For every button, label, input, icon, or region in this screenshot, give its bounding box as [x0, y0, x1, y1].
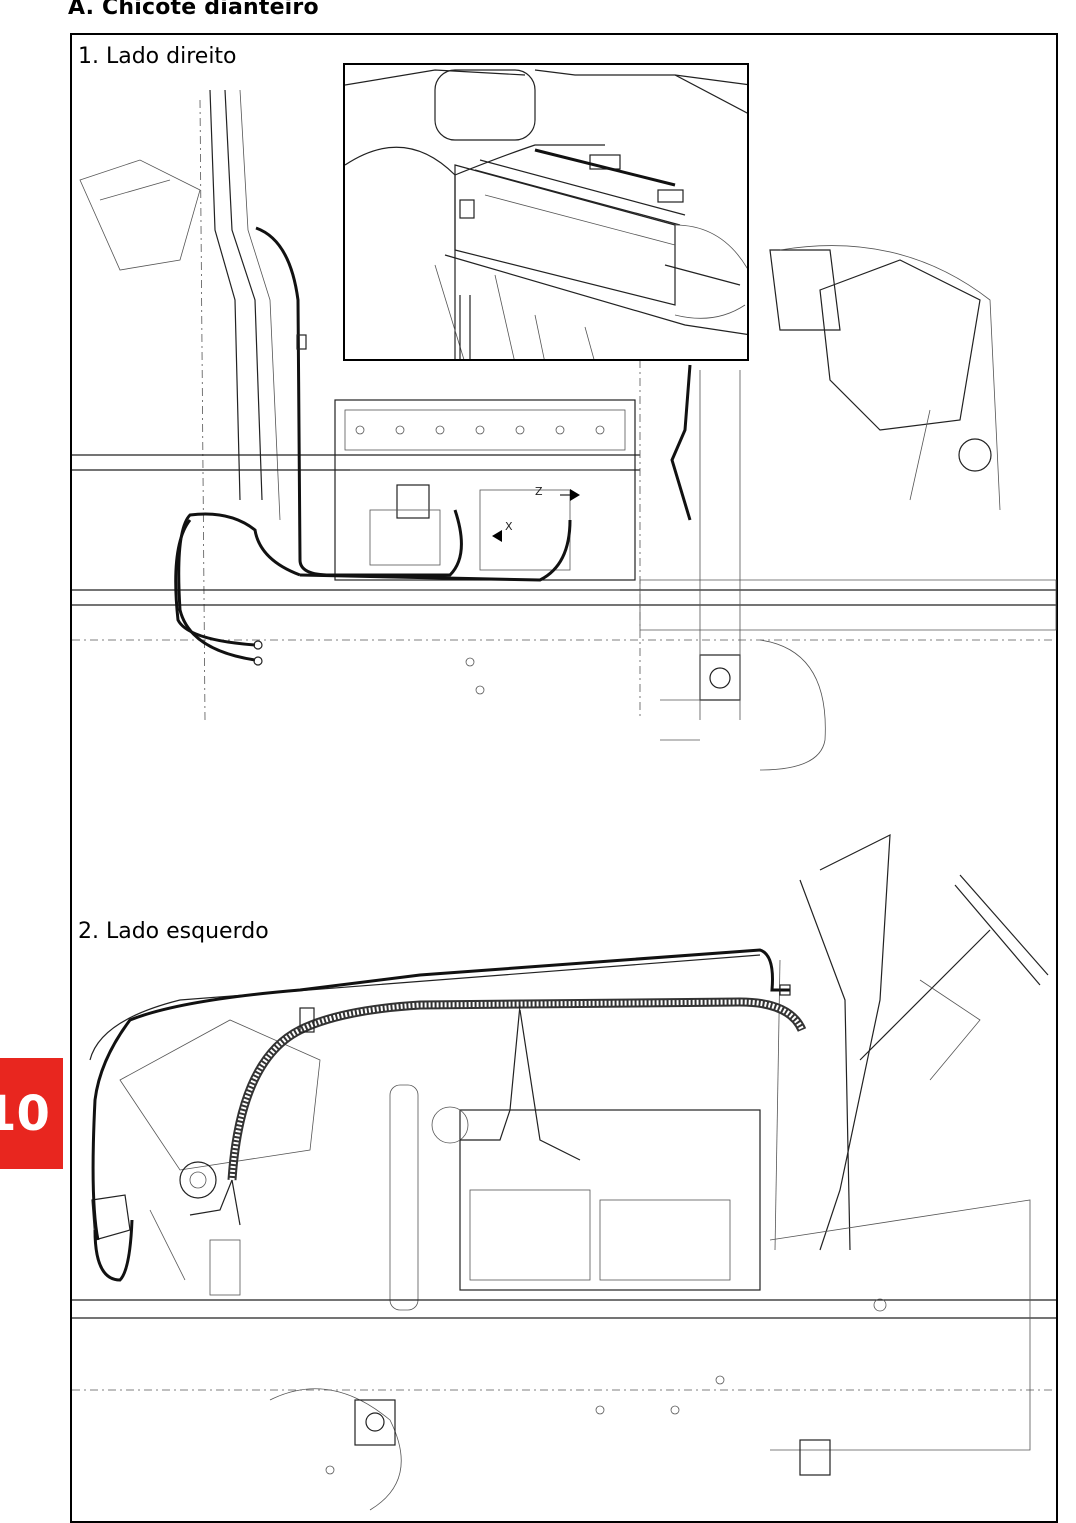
harness-left-braided-loom	[227, 997, 807, 1181]
detail-inset	[343, 63, 749, 361]
section-title: A. Chicote dianteiro	[68, 0, 319, 20]
panel-label-left-side: 2. Lado esquerdo	[78, 919, 269, 944]
right-side-drawing: Z X	[72, 89, 1057, 771]
harness-right-battery-lead-2	[174, 519, 256, 647]
cab-column-line	[209, 89, 241, 501]
callout-arrow-x	[492, 530, 502, 542]
harness-left-main	[91, 948, 790, 1241]
callout-x-label: X	[505, 520, 513, 533]
cab-column-line-2	[819, 833, 891, 1251]
chapter-tab: 10	[0, 1058, 63, 1169]
panel-label-right-side: 1. Lado direito	[78, 44, 237, 69]
callout-z-label: Z	[535, 485, 543, 498]
steering-wheel-line	[959, 874, 1049, 976]
hood-line	[89, 954, 761, 1061]
left-side-drawing	[72, 833, 1056, 1511]
harness-right-main	[255, 226, 463, 577]
battery-box	[454, 164, 676, 306]
chapter-number: 10	[0, 1085, 50, 1142]
callout-arrow-z	[570, 489, 580, 501]
detail-inset-drawing	[345, 69, 747, 359]
harness-right-battery-lead-1	[177, 512, 301, 662]
